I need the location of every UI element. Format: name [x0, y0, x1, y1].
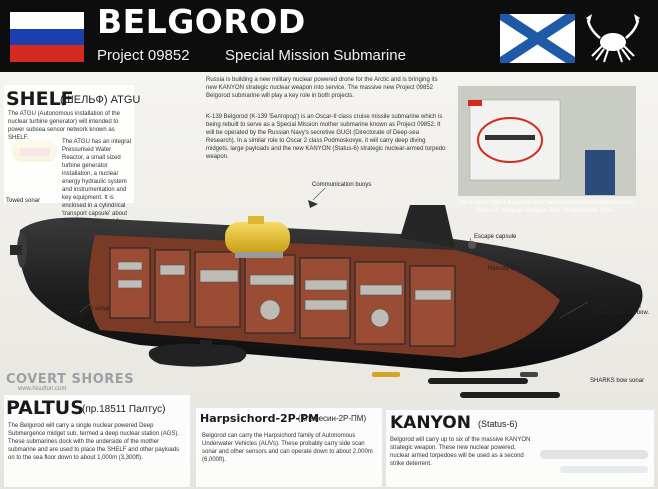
label-outer-hull: Outer hull / sonar coating — [64, 306, 111, 318]
label-comm-buoys: Communication buoys — [312, 182, 372, 188]
paltus-title: PALTUS — [6, 397, 84, 419]
shelf-panel — [4, 85, 134, 203]
harpsichord-auv — [372, 372, 400, 377]
shelf-title: SHELF — [6, 88, 74, 110]
paltus-midget-sub — [148, 340, 247, 367]
harpsichord-title: Harpsichord-2P-PM — [200, 412, 320, 425]
submarine-sail — [400, 205, 455, 248]
page-title: BELGOROD — [97, 2, 306, 41]
watermark-url: www.hisutton.com — [18, 386, 67, 392]
label-remote-sail: Remote sail — [488, 266, 520, 272]
kanyon-description: Belgorod will carry up to six of the mas… — [390, 437, 531, 467]
leader-lines — [79, 187, 589, 319]
leak-photo — [458, 86, 636, 196]
harpsichord-panel — [196, 408, 382, 487]
kanyon-panel — [386, 410, 654, 487]
internal-compartments — [109, 247, 456, 347]
label-escape-capsule: Escape capsule — [474, 234, 517, 240]
shelf-atgu-details: The ATGU has an integral Pressurised Wat… — [62, 139, 131, 233]
photo-caption: The Project 09852 Belgorod submarine pro… — [456, 200, 634, 214]
header-bar: BELGOROD Project 09852 Special Mission S… — [0, 0, 658, 72]
russian-flag-icon — [10, 12, 84, 62]
label-torpedo-tubes: Torpedo tubes: 4 x 533mm and 2 x 650mm. … — [592, 292, 650, 316]
intro-text: Russia is building a new military nuclea… — [206, 77, 438, 99]
kanyon-title: KANYON — [390, 413, 471, 433]
atgu-capsule — [225, 216, 290, 258]
comm-buoy — [308, 200, 318, 208]
paltus-subtitle: (пр.18511 Палтус) — [82, 404, 166, 415]
covert-shores-watermark: COVERT SHORES — [6, 372, 135, 387]
kanyon-subtitle: (Status-6) — [478, 419, 518, 429]
label-towed-sonar: Towed sonar — [6, 198, 41, 204]
harpsichord-description: Belgorod can carry the Harpsichord famil… — [202, 433, 373, 463]
label-sharks-sonar: SHARKS bow sonar — [590, 378, 645, 384]
harpsichord-subtitle: (Клавесин-2Р-ПМ) — [298, 414, 367, 423]
submarine-role: Special Mission Submarine — [225, 47, 406, 64]
propeller — [10, 232, 27, 268]
machinery-details — [117, 261, 452, 328]
shelf-subtitle: (ШЕЛЬФ) ATGU — [60, 94, 141, 106]
project-number: Project 09852 — [97, 47, 190, 64]
paltus-description: The Belgorod will carry a single nuclear… — [8, 423, 180, 461]
crab-emblem-icon — [586, 14, 640, 63]
kanyon-torpedoes — [428, 372, 560, 398]
naval-ensign-icon — [500, 14, 575, 63]
paltus-panel — [4, 395, 190, 487]
belgorod-description: K-139 Belgorod (K-139 'Белгород') is an … — [206, 114, 446, 160]
shelf-description: The ATGU (Autonomous installation of the… — [8, 111, 120, 141]
